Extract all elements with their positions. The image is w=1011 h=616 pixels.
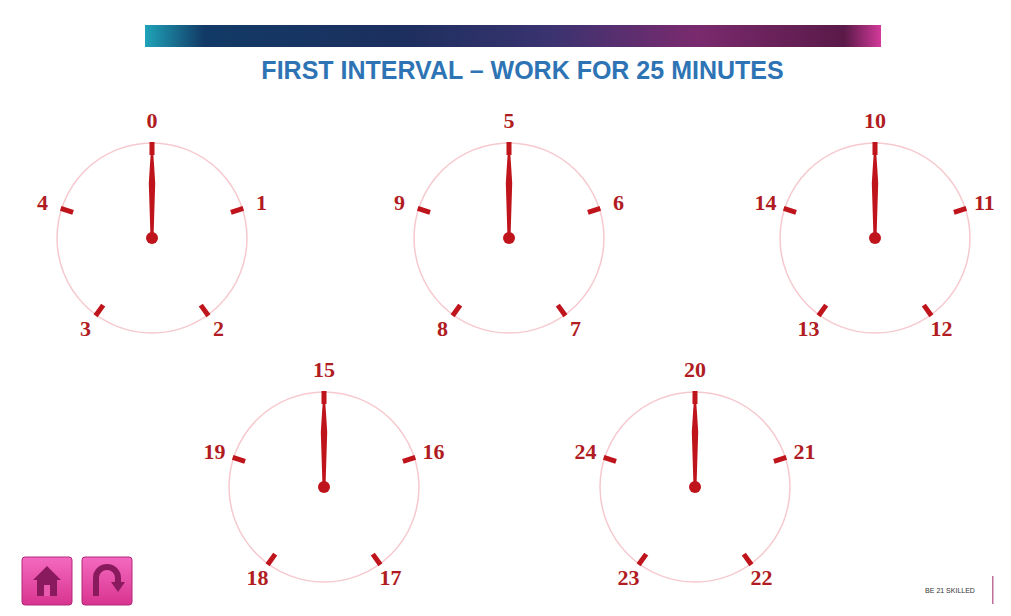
dial-number: 9 (394, 192, 405, 214)
dial-number: 17 (379, 567, 401, 589)
dial-number: 22 (750, 567, 772, 589)
dial-number: 11 (974, 192, 995, 214)
dial-number: 20 (684, 359, 706, 381)
footer-brand: BE 21 SKILLED (925, 587, 975, 594)
footer-rule (992, 576, 994, 604)
clock-dial (57, 142, 247, 333)
dial-number: 1 (256, 192, 267, 214)
dial-number: 7 (570, 318, 581, 340)
header-band (145, 25, 881, 47)
dial-number: 10 (864, 110, 886, 132)
clock-dial (780, 142, 970, 333)
clock-dial (600, 391, 790, 582)
clock-dial (229, 391, 419, 582)
dial-number: 2 (213, 318, 224, 340)
dial-number: 5 (504, 110, 515, 132)
dial-number: 4 (37, 192, 48, 214)
dial-number: 19 (204, 441, 226, 463)
home-button (22, 557, 72, 605)
clock-dial (414, 142, 604, 333)
dial-number: 16 (422, 441, 444, 463)
dial-number: 21 (793, 441, 815, 463)
dial-number: 13 (798, 318, 820, 340)
dial-number: 23 (618, 567, 640, 589)
back-button (82, 557, 132, 605)
dial-number: 14 (755, 192, 777, 214)
dial-number: 18 (247, 567, 269, 589)
dial-number: 0 (147, 110, 158, 132)
dial-number: 6 (613, 192, 624, 214)
dial-number: 8 (437, 318, 448, 340)
slide-title: FIRST INTERVAL – WORK FOR 25 MINUTES (0, 56, 1011, 85)
dial-number: 3 (80, 318, 91, 340)
dial-number: 24 (575, 441, 597, 463)
dial-number: 12 (930, 318, 952, 340)
dial-number: 15 (313, 359, 335, 381)
